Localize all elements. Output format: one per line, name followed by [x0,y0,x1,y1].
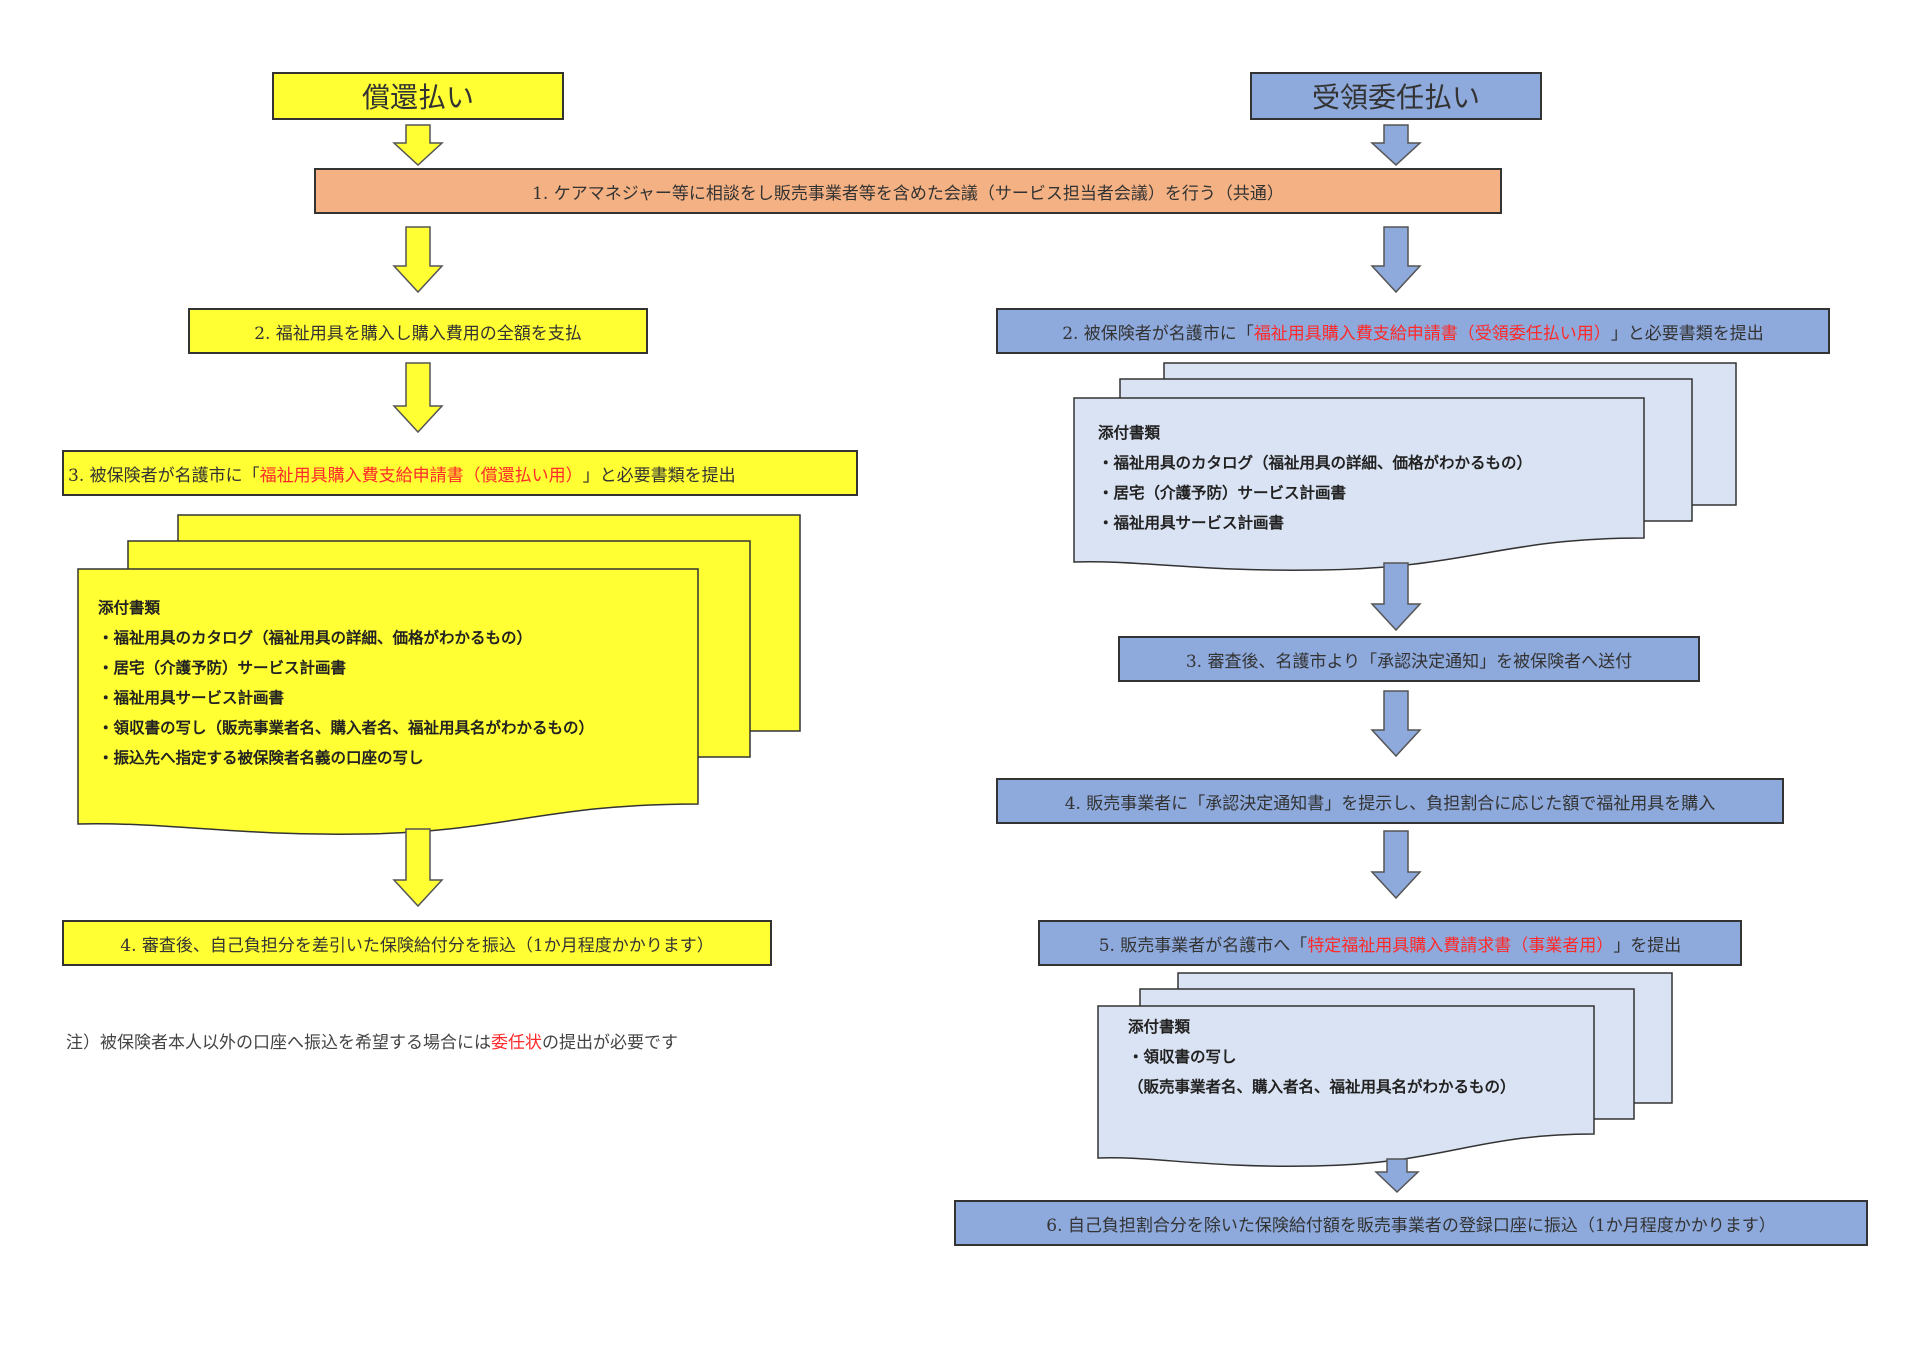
right-step5-box: 5. 販売事業者が名護市へ「特定福祉用具購入費請求書（事業者用）」を提出 [1038,920,1742,966]
right-attachments1-title: 添付書類 [1098,424,1161,442]
left-step4-box: 4. 審査後、自己負担分を差引いた保険給付分を振込（1か月程度かかります） [62,920,772,966]
list-item: （販売事業者名、購入者名、福祉用具名がわかるもの） [1128,1078,1516,1096]
list-item: ・領収書の写し（販売事業者名、購入者名、福祉用具名がわかるもの） [98,719,595,737]
left-step3-box: 3. 被保険者が名護市に「福祉用具購入費支給申請書（償還払い用）」と必要書類を提… [62,450,858,496]
right-step2-pre: 2. 被保険者が名護市に「 [1062,323,1254,344]
header-shokan: 償還払い [272,72,564,120]
down-arrow-icon [1370,124,1422,166]
down-arrow-icon [1370,830,1422,900]
right-attachments2-list: 添付書類 ・領収書の写し （販売事業者名、購入者名、福祉用具名がわかるもの） [1128,1012,1516,1102]
left-attachments-document-stack [77,514,801,835]
down-arrow-icon [392,362,444,434]
left-note-red: 委任状 [491,1033,542,1053]
list-item: ・福祉用具のカタログ（福祉用具の詳細、価格がわかるもの） [98,629,533,647]
list-item: ・福祉用具サービス計画書 [1098,514,1285,532]
step1-common-box: 1. ケアマネジャー等に相談をし販売事業者等を含めた会議（サービス担当者会議）を… [314,168,1502,214]
right-attachments2-document-stack [1097,972,1673,1167]
right-step5-post: 」を提出 [1613,935,1682,956]
left-step3-form-name: 福祉用具購入費支給申請書（償還払い用） [259,465,583,486]
down-arrow-icon [1370,690,1422,758]
list-item: ・振込先へ指定する被保険者名義の口座の写し [98,749,424,767]
left-note: 注）被保険者本人以外の口座へ振込を希望する場合には委任状の提出が必要です [66,1028,678,1053]
header-juryo-inin: 受領委任払い [1250,72,1542,120]
right-step2-box: 2. 被保険者が名護市に「福祉用具購入費支給申請書（受領委任払い用）」と必要書類… [996,308,1830,354]
list-item: ・領収書の写し [1128,1048,1237,1066]
list-item: ・居宅（介護予防）サービス計画書 [1098,484,1347,502]
right-step6-box: 6. 自己負担割合分を除いた保険給付額を販売事業者の登録口座に振込（1か月程度か… [954,1200,1868,1246]
left-note-post: の提出が必要です [542,1033,678,1053]
left-step2-box: 2. 福祉用具を購入し購入費用の全額を支払 [188,308,648,354]
down-arrow-icon [392,124,444,166]
left-note-pre: 注）被保険者本人以外の口座へ振込を希望する場合には [66,1033,491,1053]
right-attachments1-list: 添付書類 ・福祉用具のカタログ（福祉用具の詳細、価格がわかるもの） ・居宅（介護… [1098,418,1532,538]
down-arrow-icon [1370,562,1422,632]
list-item: ・居宅（介護予防）サービス計画書 [98,659,347,677]
right-step3-box: 3. 審査後、名護市より「承認決定通知」を被保険者へ送付 [1118,636,1700,682]
down-arrow-icon [1370,226,1422,294]
right-step5-pre: 5. 販売事業者が名護市へ「 [1098,935,1308,956]
left-step3-post: 」と必要書類を提出 [582,465,736,486]
down-arrow-icon [392,828,444,908]
left-attachments-title: 添付書類 [98,599,161,617]
right-step2-post: 」と必要書類を提出 [1610,323,1764,344]
left-step3-pre: 3. 被保険者が名護市に「 [68,465,260,486]
right-attachments2-title: 添付書類 [1128,1018,1191,1036]
right-step5-form-name: 特定福祉用具購入費請求書（事業者用） [1307,935,1614,956]
left-attachments-list: 添付書類 ・福祉用具のカタログ（福祉用具の詳細、価格がわかるもの） ・居宅（介護… [98,593,594,773]
list-item: ・福祉用具サービス計画書 [98,689,285,707]
down-arrow-icon [392,226,444,294]
list-item: ・福祉用具のカタログ（福祉用具の詳細、価格がわかるもの） [1098,454,1533,472]
right-attachments1-document-stack [1073,362,1737,571]
right-step2-form-name: 福祉用具購入費支給申請書（受領委任払い用） [1253,323,1611,344]
down-arrow-icon [1374,1158,1420,1194]
right-step4-box: 4. 販売事業者に「承認決定通知書」を提示し、負担割合に応じた額で福祉用具を購入 [996,778,1784,824]
